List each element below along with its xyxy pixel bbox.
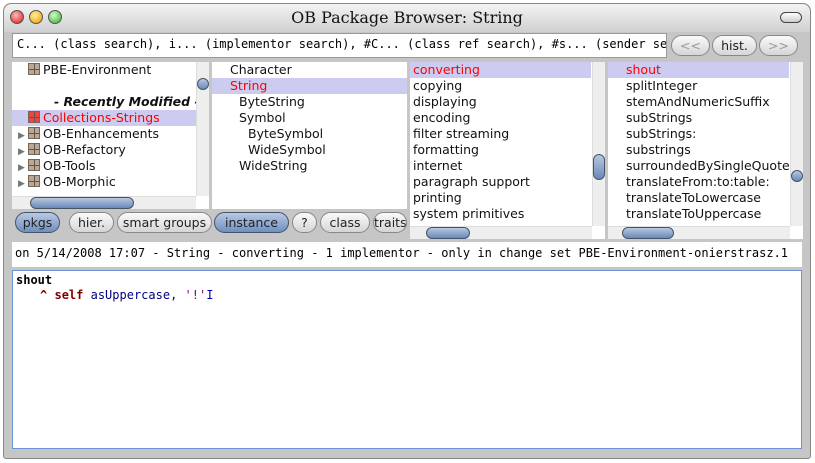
protocol-vscrollbar[interactable] bbox=[592, 62, 605, 226]
close-button[interactable] bbox=[10, 10, 24, 24]
package-list[interactable]: PBE-Environment - Recently Modified -Coll… bbox=[12, 62, 209, 209]
class-item[interactable]: Symbol bbox=[239, 110, 286, 125]
method-item[interactable]: substrings bbox=[626, 142, 691, 157]
package-item[interactable]: ▶ OB-Refactory bbox=[12, 142, 209, 158]
package-vscrollbar[interactable] bbox=[196, 62, 209, 196]
package-label: - Recently Modified - bbox=[54, 94, 200, 109]
package-item[interactable]: ▶ OB-Enhancements bbox=[12, 126, 209, 142]
package-label: OB-Refactory bbox=[43, 142, 126, 157]
package-label: PBE-Environment bbox=[43, 62, 152, 77]
protocol-item[interactable]: printing bbox=[413, 190, 462, 205]
pkgs-button[interactable]: pkgs bbox=[15, 212, 60, 233]
method-vscrollbar[interactable] bbox=[790, 62, 803, 226]
protocol-item[interactable]: formatting bbox=[413, 142, 479, 157]
protocol-item[interactable]: copying bbox=[413, 78, 463, 93]
class-item[interactable]: WideSymbol bbox=[248, 142, 326, 157]
package-label: Collections-Strings bbox=[43, 110, 160, 125]
package-item[interactable]: ▶ OB-Tools bbox=[12, 158, 209, 174]
protocol-item[interactable]: paragraph support bbox=[413, 174, 530, 189]
expand-triangle-icon[interactable]: ▶ bbox=[18, 163, 25, 173]
status-line: on 5/14/2008 17:07 - String - converting… bbox=[12, 242, 802, 267]
message-send: asUppercase, bbox=[90, 288, 178, 302]
method-item[interactable]: subStrings: bbox=[626, 126, 697, 141]
browser-window: OB Package Browser: String C... (class s… bbox=[3, 3, 811, 459]
search-input[interactable]: C... (class search), i... (implementor s… bbox=[12, 33, 667, 58]
protocol-item[interactable]: filter streaming bbox=[413, 126, 510, 141]
class-item[interactable]: WideString bbox=[239, 158, 308, 173]
history-button[interactable]: hist. bbox=[712, 35, 757, 56]
method-item[interactable]: translateToUppercase bbox=[626, 206, 762, 221]
package-icon bbox=[28, 175, 40, 187]
hierarchy-button[interactable]: hier. bbox=[69, 212, 114, 233]
method-hscrollbar[interactable] bbox=[608, 226, 790, 239]
expand-triangle-icon[interactable]: ▶ bbox=[18, 147, 25, 157]
method-item[interactable]: surroundedBySingleQuotes bbox=[626, 158, 789, 173]
protocol-item[interactable]: encoding bbox=[413, 110, 471, 125]
minimize-button[interactable] bbox=[29, 10, 43, 24]
protocol-item[interactable]: internet bbox=[413, 158, 463, 173]
package-item[interactable]: PBE-Environment bbox=[12, 62, 209, 78]
expand-triangle-icon[interactable]: ▶ bbox=[18, 131, 25, 141]
method-selector: shout bbox=[16, 273, 53, 287]
method-item[interactable]: stemAndNumericSuffix bbox=[626, 94, 770, 109]
class-item[interactable]: String bbox=[212, 78, 407, 94]
package-hscrollbar[interactable] bbox=[12, 196, 196, 209]
maximize-button[interactable] bbox=[48, 10, 62, 24]
method-item[interactable]: subStrings bbox=[626, 110, 693, 125]
package-item: - Recently Modified - bbox=[12, 94, 209, 110]
package-icon bbox=[28, 143, 40, 155]
window-title: OB Package Browser: String bbox=[291, 8, 523, 27]
forward-button[interactable]: >> bbox=[759, 35, 798, 56]
code-editor[interactable]: shout ^ self asUppercase, '!'I bbox=[12, 270, 802, 449]
protocol-item[interactable]: displaying bbox=[413, 94, 477, 109]
instance-button[interactable]: instance bbox=[214, 212, 289, 233]
class-item[interactable]: Character bbox=[230, 62, 292, 77]
package-item[interactable]: Collections-Strings bbox=[12, 110, 209, 126]
package-label: OB-Enhancements bbox=[43, 126, 160, 141]
method-item[interactable]: translateFrom:to:table: bbox=[626, 174, 770, 189]
string-literal: '!' bbox=[184, 288, 207, 302]
class-button[interactable]: class bbox=[320, 212, 370, 233]
package-item[interactable]: ▶ OB-Morphic bbox=[12, 174, 209, 190]
package-icon bbox=[28, 63, 40, 75]
smart-groups-button[interactable]: smart groups bbox=[117, 212, 212, 233]
class-item[interactable]: ByteSymbol bbox=[248, 126, 324, 141]
protocol-item[interactable]: converting bbox=[410, 62, 591, 78]
title-bar[interactable]: OB Package Browser: String bbox=[4, 4, 810, 32]
method-item[interactable]: translateToLowercase bbox=[626, 190, 761, 205]
caret: ^ bbox=[40, 288, 48, 302]
package-item bbox=[12, 78, 209, 94]
package-label: OB-Tools bbox=[43, 158, 96, 173]
protocol-hscrollbar[interactable] bbox=[410, 226, 592, 239]
package-icon bbox=[28, 159, 40, 171]
class-item[interactable]: ByteString bbox=[239, 94, 305, 109]
collapse-button[interactable] bbox=[780, 12, 802, 23]
traits-button[interactable]: traits bbox=[373, 212, 407, 233]
text-cursor-icon: I bbox=[206, 288, 214, 302]
help-button[interactable]: ? bbox=[292, 212, 317, 233]
package-icon bbox=[28, 111, 40, 123]
self-keyword: self bbox=[54, 288, 84, 302]
method-item[interactable]: splitInteger bbox=[626, 78, 698, 93]
package-icon bbox=[28, 127, 40, 139]
protocol-item[interactable]: system primitives bbox=[413, 206, 525, 221]
package-label: OB-Morphic bbox=[43, 174, 116, 189]
method-item[interactable]: shout bbox=[608, 62, 789, 78]
back-button[interactable]: << bbox=[671, 35, 710, 56]
expand-triangle-icon[interactable]: ▶ bbox=[18, 179, 25, 189]
